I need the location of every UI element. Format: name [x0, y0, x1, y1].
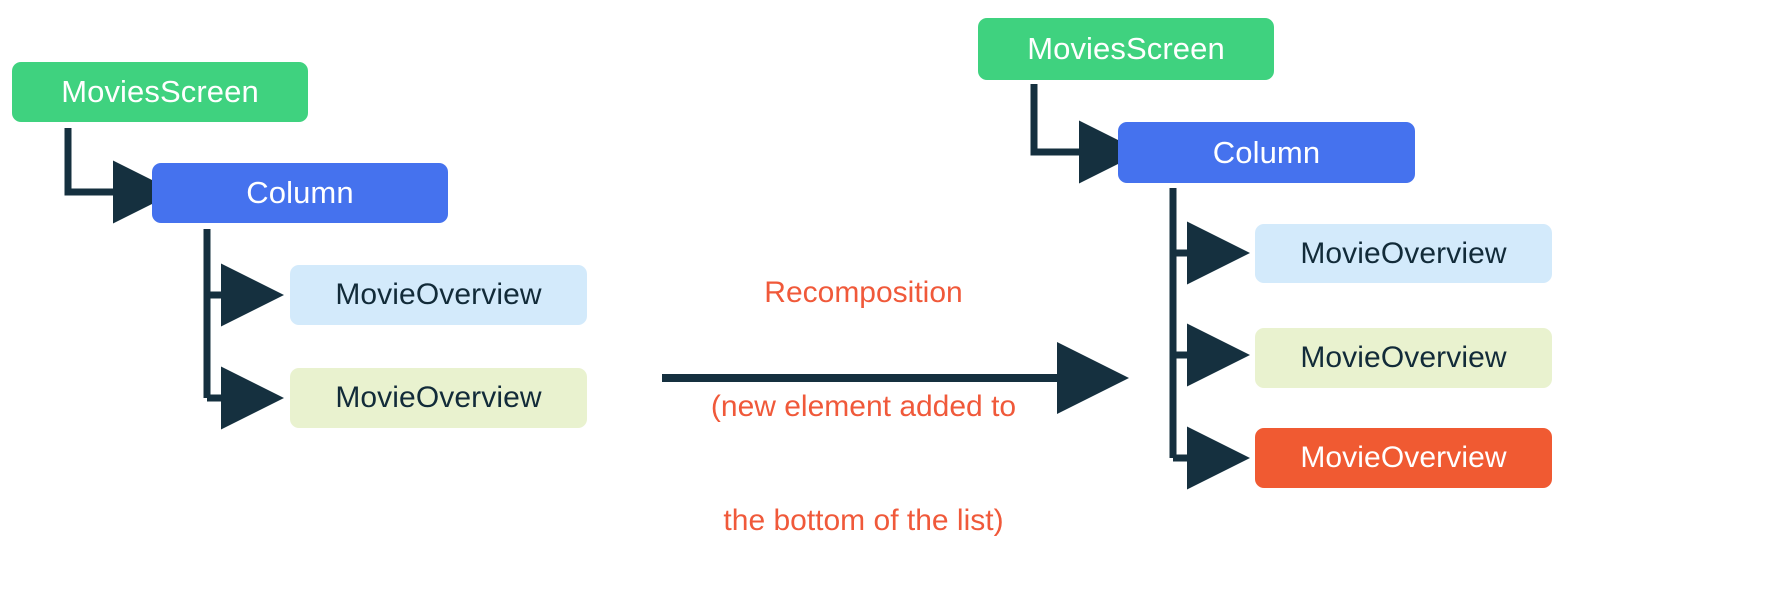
transition-caption-line-2: (new element added to — [710, 390, 1017, 423]
right-node-movies-screen-label: MoviesScreen — [1027, 31, 1225, 66]
edge-right-screen-to-column — [1030, 84, 1142, 184]
edge-left-screen-to-column — [64, 128, 176, 224]
left-node-movie-overview-1-label: MovieOverview — [335, 278, 542, 311]
transition-caption-line-3: the bottom of the list) — [723, 504, 1004, 537]
right-node-movie-overview-1[interactable]: MovieOverview — [1255, 224, 1552, 283]
left-node-movies-screen-label: MoviesScreen — [61, 74, 259, 109]
right-node-column[interactable]: Column — [1118, 122, 1415, 183]
transition-caption-line-1: Recomposition — [764, 276, 963, 309]
left-node-column-label: Column — [246, 175, 354, 210]
transition-caption: Recomposition (new element added to the … — [655, 198, 1072, 616]
right-node-movie-overview-3-new[interactable]: MovieOverview — [1255, 428, 1552, 488]
right-node-movies-screen[interactable]: MoviesScreen — [978, 18, 1274, 80]
left-node-movies-screen[interactable]: MoviesScreen — [12, 62, 308, 122]
left-node-column[interactable]: Column — [152, 163, 448, 223]
right-node-movie-overview-2-label: MovieOverview — [1300, 341, 1507, 374]
right-node-movie-overview-1-label: MovieOverview — [1300, 236, 1507, 270]
recomposition-diagram: MoviesScreen Column MovieOverview MovieO… — [12, 18, 1552, 537]
left-node-movie-overview-2[interactable]: MovieOverview — [290, 368, 587, 428]
right-node-movie-overview-2[interactable]: MovieOverview — [1255, 328, 1552, 388]
left-node-movie-overview-1[interactable]: MovieOverview — [290, 265, 587, 325]
right-node-column-label: Column — [1212, 134, 1321, 170]
right-node-movie-overview-3-label: MovieOverview — [1300, 441, 1507, 474]
left-node-movie-overview-2-label: MovieOverview — [335, 381, 542, 414]
